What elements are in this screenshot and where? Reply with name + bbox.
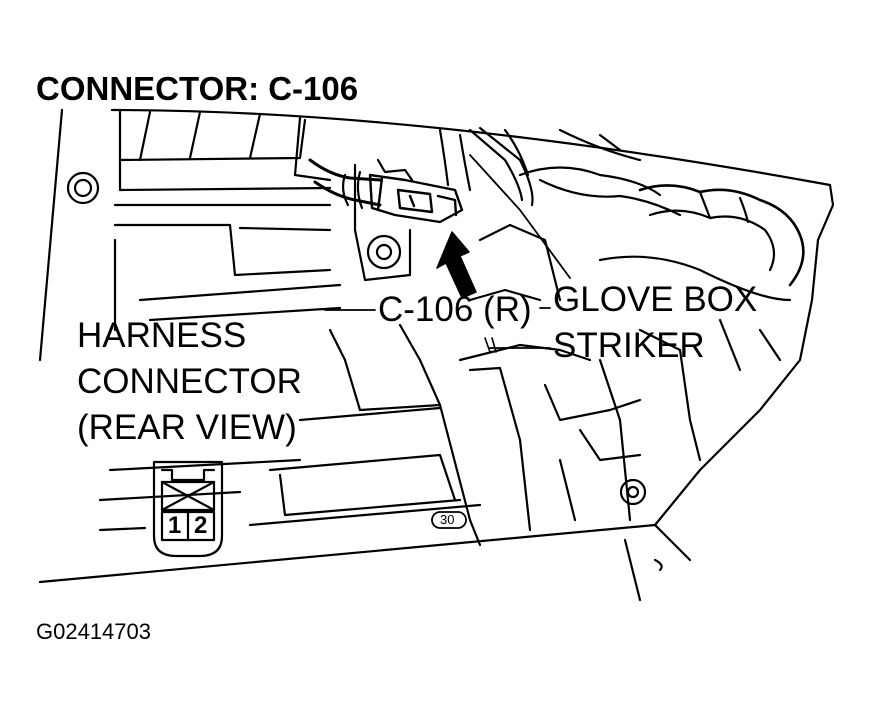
glove-box-label-line2: STRIKER: [553, 326, 705, 365]
lower-panel-right2: [653, 523, 692, 562]
dash-outline-left: [38, 108, 64, 362]
pin-2-label: 2: [194, 512, 208, 539]
bracket-bolt-outer: [366, 234, 402, 270]
harness-wire: [308, 158, 382, 182]
leader-glove-box: [469, 154, 571, 279]
bracket-bolt-inner: [375, 243, 393, 261]
connector-id-label: C-106 (R): [378, 290, 532, 329]
figure-id: G02414703: [36, 619, 151, 644]
part-mark-oval: [431, 511, 467, 529]
arrow-icon: [436, 231, 477, 299]
bolt-right-inner: [626, 485, 640, 499]
harness-label-line3: (REAR VIEW): [77, 408, 297, 447]
dash-outline-right: [653, 183, 835, 527]
glove-box-label-line1: GLOVE BOX: [553, 280, 758, 319]
dash-outline-top: [110, 108, 832, 187]
harness-label-line1: HARNESS: [77, 316, 247, 355]
harness-label-line2: CONNECTOR: [77, 362, 302, 401]
bolt-left-outer: [66, 171, 100, 205]
page-title: CONNECTOR: C-106: [36, 70, 359, 107]
pin-1-label: 1: [168, 512, 182, 539]
bolt-left-inner: [73, 178, 93, 198]
bolt-right-outer: [619, 478, 647, 506]
connector-face-icon: [152, 460, 224, 558]
lower-panel-right: [623, 538, 642, 602]
part-mark-label: 30: [440, 512, 455, 527]
dash-lower-edge: [38, 523, 657, 584]
connector-c106: [368, 173, 464, 224]
